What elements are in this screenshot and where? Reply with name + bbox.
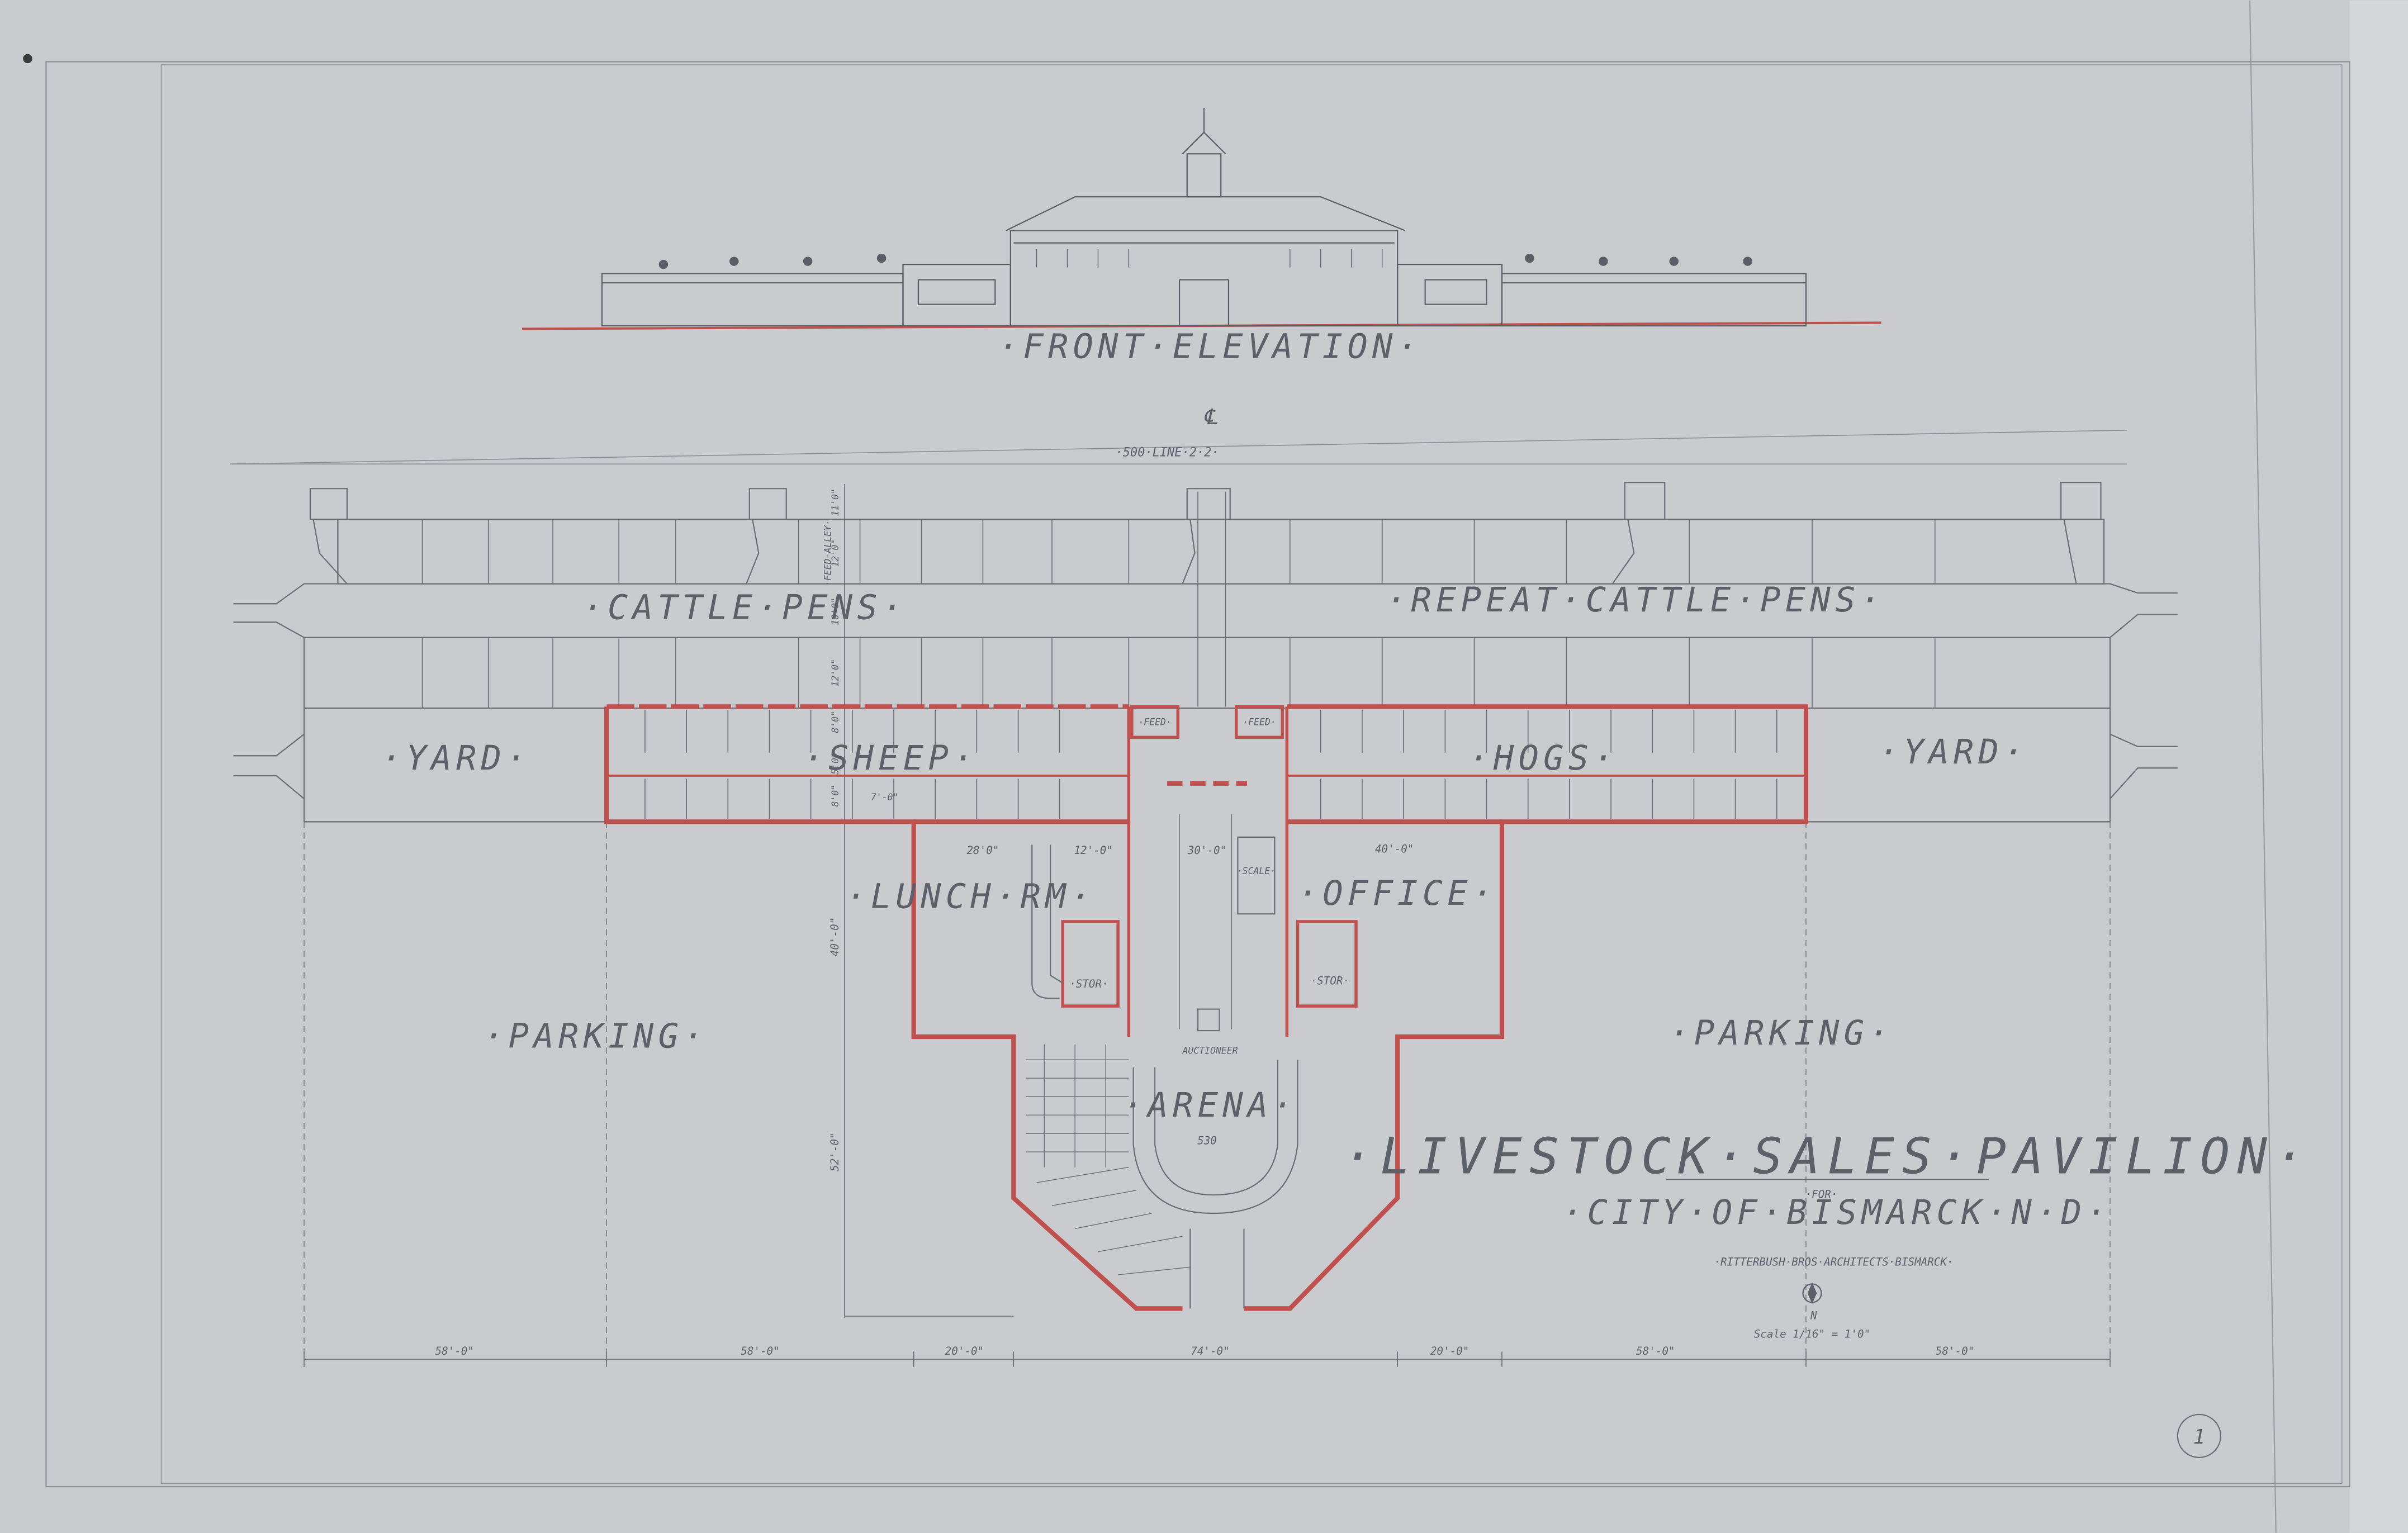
dim-bottom-3: 20'-0" bbox=[945, 1345, 984, 1358]
feed-right-room bbox=[1234, 705, 1284, 739]
seats-label: 530 bbox=[1197, 1134, 1217, 1147]
sheet-number: 1 bbox=[2193, 1426, 2206, 1449]
elevation-title: ·FRONT·ELEVATION· bbox=[998, 328, 1423, 367]
cupola bbox=[1186, 153, 1222, 198]
yard-left-label: ·YARD· bbox=[381, 739, 531, 778]
scale-platform bbox=[1237, 836, 1276, 915]
front-elevation bbox=[522, 107, 1881, 330]
dim-bottom-7: 58'-0" bbox=[1936, 1345, 1974, 1358]
feed-left-label: ·FEED· bbox=[1138, 716, 1172, 727]
client-label: ·CITY·OF·BISMARCK·N·D· bbox=[1562, 1193, 2111, 1232]
scale-note: Scale 1/16" = 1'0" bbox=[1754, 1328, 1870, 1341]
dim-bottom-2: 58'-0" bbox=[741, 1345, 779, 1358]
dim-vertical-2: 12'0" bbox=[830, 539, 841, 567]
dim-vertical-4: 12'0" bbox=[830, 659, 841, 687]
pin-mark bbox=[23, 54, 32, 64]
dimension-line-bottom bbox=[304, 1351, 2111, 1367]
stor-right-room bbox=[1296, 920, 1358, 1008]
new-walls bbox=[604, 704, 1809, 1311]
property-line bbox=[230, 429, 2127, 465]
paper-edge bbox=[2349, 0, 2408, 1533]
title-block: ·LIVESTOCK·SALES·PAVILION· ·FOR· ·CITY·O… bbox=[1343, 1128, 2312, 1341]
auctioneer-label: AUCTIONEER bbox=[1182, 1045, 1238, 1056]
arena-ring-outer bbox=[1132, 1060, 1298, 1214]
architects-label: ·RITTERBUSH·BROS·ARCHITECTS·BISMARCK· bbox=[1714, 1255, 1953, 1268]
outer-border bbox=[45, 61, 2350, 1488]
west-wall bbox=[604, 706, 1183, 1311]
auctioneer-stand bbox=[1197, 1008, 1220, 1032]
main-door bbox=[1178, 279, 1230, 327]
pens-row-middle bbox=[303, 637, 2111, 709]
dim-stor: 12'-0" bbox=[1074, 844, 1112, 857]
lunch-counter bbox=[1031, 844, 1060, 999]
lunch-rm-label: ·LUNCH·RM· bbox=[846, 877, 1095, 916]
for-label: ·FOR· bbox=[1805, 1188, 1838, 1201]
dim-vertical-40: 40'-0" bbox=[828, 918, 841, 956]
small-pens bbox=[644, 709, 1777, 819]
dim-vertical-52: 52'-0" bbox=[828, 1132, 841, 1171]
stor-left-label: ·STOR· bbox=[1069, 977, 1108, 990]
north-label: N bbox=[1810, 1309, 1817, 1322]
dim-bottom-5: 20'-0" bbox=[1430, 1345, 1469, 1358]
project-title: ·LIVESTOCK·SALES·PAVILION· bbox=[1343, 1128, 2312, 1185]
scale-label: ·SCALE· bbox=[1237, 866, 1276, 876]
office-label: ·OFFICE· bbox=[1298, 874, 1497, 913]
feed-alley-label: ·FEED·ALLEY· bbox=[822, 520, 833, 586]
arena-ring-inner bbox=[1154, 1060, 1278, 1196]
dim-bottom-6: 58'-0" bbox=[1636, 1345, 1675, 1358]
stor-right-label: ·STOR· bbox=[1311, 975, 1349, 988]
inner-border bbox=[160, 64, 2343, 1484]
dim-lunch: 28'0" bbox=[966, 844, 999, 857]
floor-plan bbox=[233, 482, 2178, 1360]
torn-edge-line bbox=[2249, 0, 2277, 1533]
parking-right-label: ·PARKING· bbox=[1669, 1014, 1894, 1053]
right-wing bbox=[1501, 273, 1807, 327]
dim-bottom-1: 58'-0" bbox=[435, 1345, 474, 1358]
sheet-number-circle bbox=[2177, 1413, 2221, 1458]
dim-arena: 30'-0" bbox=[1187, 844, 1226, 857]
east-wall bbox=[1244, 704, 1809, 1311]
yard-right-label: ·YARD· bbox=[1879, 733, 2028, 772]
dim-vertical-6: 5'0" bbox=[830, 752, 841, 775]
parking-left-label: ·PARKING· bbox=[484, 1017, 708, 1056]
dim-office: 40'-0" bbox=[1375, 842, 1414, 855]
cattle-pens-label: ·CATTLE·PENS· bbox=[582, 588, 907, 628]
hogs-label: ·HOGS· bbox=[1468, 739, 1618, 778]
feed-left-room bbox=[1130, 705, 1180, 739]
dim-pen: 7'-0" bbox=[871, 792, 899, 803]
dim-vertical-7: 8'0" bbox=[830, 785, 841, 807]
dim-bottom-4: 74'-0" bbox=[1191, 1345, 1229, 1358]
dim-vertical-5: 8'0" bbox=[830, 711, 841, 733]
centerline-mark: ℄ bbox=[1203, 405, 1218, 430]
dim-vertical-3: 10'0" bbox=[830, 597, 841, 625]
dim-vertical-1: 11'0" bbox=[830, 488, 841, 516]
line-label: ·500·LINE·2·2· bbox=[1115, 446, 1219, 460]
stor-left-room bbox=[1061, 920, 1120, 1008]
arena-label: ·ARENA· bbox=[1123, 1086, 1297, 1125]
repeat-cattle-pens-label: ·REPEAT·CATTLE·PENS· bbox=[1386, 581, 1885, 620]
feed-right-label: ·FEED· bbox=[1243, 716, 1276, 727]
sheep-label: ·SHEEP· bbox=[803, 739, 978, 778]
arena bbox=[1026, 814, 1298, 1309]
